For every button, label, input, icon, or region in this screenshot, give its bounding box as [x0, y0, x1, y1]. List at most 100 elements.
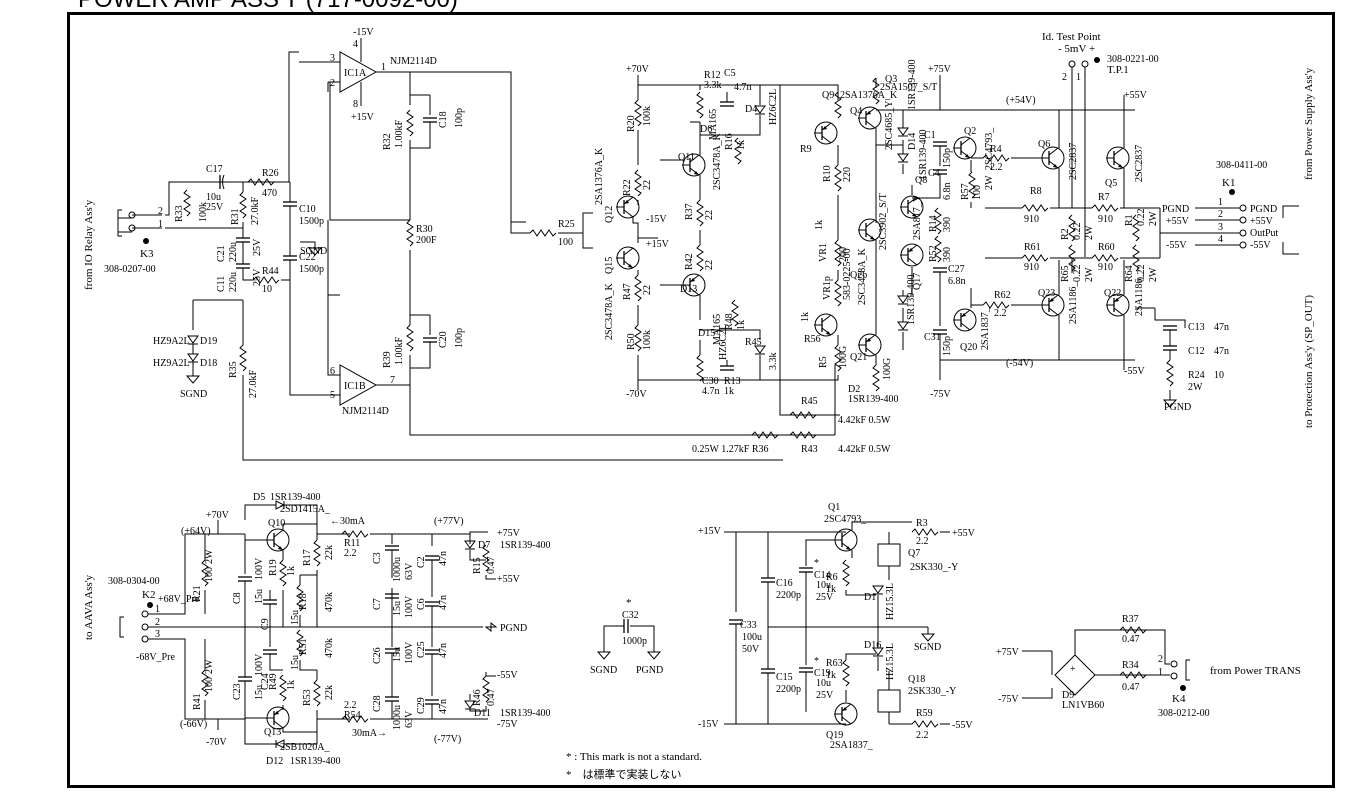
- q11-part: 2SC3478A_K: [712, 133, 723, 190]
- r45-value: 4.7n: [702, 386, 720, 397]
- c23-voltage: 100V: [254, 653, 265, 676]
- r57-ref: R57: [960, 183, 971, 200]
- r24-ref: R24: [1188, 370, 1205, 381]
- r60-value: 910: [1098, 262, 1113, 273]
- r6-value: 1k: [826, 584, 836, 595]
- pgnd-output: PGND: [1164, 402, 1191, 413]
- c28-voltage: 63V: [404, 710, 415, 728]
- d5-part: 1SR139-400: [270, 492, 321, 503]
- k1-label-p55: +55V: [1250, 216, 1274, 227]
- driver-stage: +70V -70V R20 100k R22 22 Q12 2SA1376A_K…: [594, 59, 937, 436]
- r31-label: R31: [230, 208, 241, 225]
- c17-voltage: 25V: [206, 202, 224, 213]
- c9-value: 15u: [290, 610, 301, 625]
- opamp-ic1b: IC1B 6 5 7 NJM2114D: [327, 295, 410, 417]
- r8-ref: R8: [1030, 186, 1042, 197]
- opamp-ic1a: IC1A 3 2 1 4 8 -15V +15V NJM2114D: [299, 27, 526, 223]
- c3-ref: C3: [372, 552, 383, 564]
- q5-ref: Q5: [1105, 178, 1117, 189]
- q6-ref: Q6: [1038, 139, 1050, 150]
- q12-ref: Q12: [604, 206, 615, 223]
- q22-ref: Q22: [1104, 288, 1121, 299]
- c6-value: 47n: [438, 595, 449, 610]
- q18-part: 2SK330_-Y: [908, 686, 956, 697]
- rail-p70: +70V: [626, 64, 650, 75]
- c26-value: 15u: [392, 647, 403, 662]
- c23-value: 15u: [254, 685, 265, 700]
- k2-m68: -68V_Pre: [136, 652, 175, 663]
- tp-pin1: 1: [1076, 72, 1081, 83]
- k1-label-pgnd: PGND: [1250, 204, 1277, 215]
- r5-value: 2SA1507_S/T: [880, 82, 937, 93]
- k1-part: 308-0411-00: [1216, 160, 1267, 171]
- k4-pin2: 2: [1158, 654, 1163, 665]
- c11-ref: C11: [216, 276, 227, 292]
- r41-ref: R41: [192, 693, 203, 710]
- r46-value: 0.47: [486, 689, 497, 707]
- r1-ref: R1: [1124, 214, 1135, 226]
- rail-m54: (-54V): [1006, 358, 1033, 369]
- k3-label: K3: [140, 248, 154, 260]
- r58-ref: D2: [848, 384, 860, 395]
- d13-part: HZ6C2L: [718, 324, 729, 360]
- ic1a-part: NJM2114D: [390, 56, 437, 67]
- r10-value: 200: [838, 247, 849, 262]
- q3-part: 2SC4685_Y: [884, 101, 895, 150]
- r2-value: 0.22: [1072, 223, 1083, 241]
- r37-value: 22: [704, 210, 715, 220]
- r30-ref: R30: [416, 224, 433, 235]
- c15-value: 2200p: [776, 684, 801, 695]
- c11-voltage: 25V: [252, 268, 263, 286]
- page-title: POWER AMP ASS'Y (717-0092-00): [78, 0, 458, 14]
- r13-ref: Q9: [822, 90, 834, 101]
- r43-ref: R43: [801, 444, 818, 455]
- k2-part: 308-0304-00: [108, 576, 160, 587]
- r58-value: 1SR139-400: [848, 394, 899, 405]
- r47-ref: R47: [622, 283, 633, 300]
- bridge-p75: +75V: [996, 647, 1020, 658]
- c15-ref: C15: [776, 672, 793, 683]
- d1-ref: D1: [864, 592, 876, 603]
- k1-pin3: 3: [1218, 222, 1223, 233]
- c10-ref: C10: [299, 204, 316, 215]
- r62-value: 2.2: [994, 308, 1007, 319]
- c22-value: 1500p: [299, 264, 324, 275]
- aava-supply: to AAVA Ass'y 308-0304-00 K2 +68V_Pre -6…: [83, 492, 551, 767]
- q9-ref: R9: [800, 144, 812, 155]
- reg-m15: -15V: [698, 719, 719, 730]
- k4-part: 308-0212-00: [1158, 708, 1210, 719]
- c14-voltage: 25V: [816, 592, 834, 603]
- d2-part: 1SR139-400: [907, 59, 918, 110]
- q21-part: 100G: [882, 358, 893, 380]
- r11-value: 2.2: [344, 548, 357, 559]
- r51-ref: R51: [298, 638, 309, 655]
- d7-ref: D7: [478, 540, 490, 551]
- bridge-plus: +: [1070, 664, 1076, 675]
- r31-value: 27.0kF: [250, 197, 261, 226]
- c32-sgnd: SGND: [590, 665, 617, 676]
- k1-label-m55: -55V: [1250, 240, 1271, 251]
- k1-left-p55: +55V: [1166, 216, 1190, 227]
- k2-marker: [147, 602, 153, 608]
- c33-ref: C33: [740, 620, 757, 631]
- c16-value: 2200p: [776, 590, 801, 601]
- vr1-ref: VR1p: [822, 276, 833, 300]
- k4-side-label: from Power TRANS: [1210, 665, 1301, 677]
- rail-m70: -70V: [626, 389, 647, 400]
- c12-ref: C12: [1188, 346, 1205, 357]
- r15-ref: R15: [472, 557, 483, 574]
- q15-part: 2SC3478A_K: [604, 283, 615, 340]
- c21-value: 220u: [228, 242, 239, 262]
- reg-m55: -55V: [952, 720, 973, 731]
- r4-ref: R4: [990, 144, 1002, 155]
- q8-ref: Q8: [915, 175, 927, 186]
- r51-value: 470k: [324, 638, 335, 658]
- r64-power: 2W: [1148, 267, 1159, 282]
- q15-ref: Q15: [604, 257, 615, 274]
- r50-ref: R50: [626, 333, 637, 350]
- r56-value: 100G: [838, 346, 849, 368]
- q17-part: 2SA817_Y: [912, 195, 923, 240]
- tp-title: Id. Test Point: [1042, 31, 1101, 43]
- c32-value: 1000p: [622, 636, 647, 647]
- d7-part: 1SR139-400: [500, 540, 551, 551]
